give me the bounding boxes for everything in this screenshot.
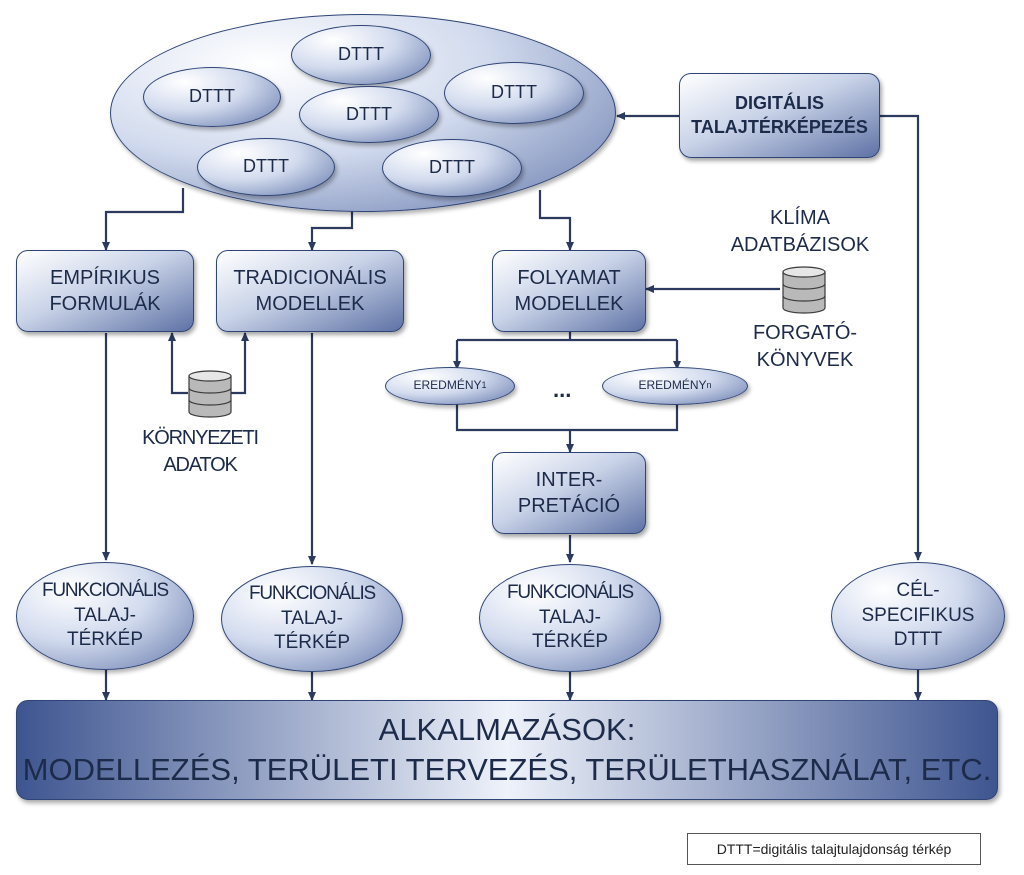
eredmeny-1-subscript: 1 — [481, 380, 487, 391]
klima-adatbazisok-label: KLÍMA ADATBÁZISOK — [730, 207, 870, 256]
dttt-ellipse-5: DTTT — [197, 138, 335, 196]
dttt-ellipse-6: DTTT — [382, 139, 522, 197]
interpretacio-label: INTER-PRETÁCIÓ — [517, 469, 621, 517]
applications-bar: ALKALMAZÁSOK: MODELLEZÉS, TERÜLETI TERVE… — [16, 700, 998, 800]
empirikus-formulak-label: EMPÍRIKUS FORMULÁK — [49, 267, 161, 315]
ellipsis-dots: ... — [553, 377, 572, 402]
tradicionalis-modellek-box: TRADICIONÁLIS MODELLEK — [216, 250, 404, 332]
cel-specifikus-dttt: CÉL- SPECIFIKUS DTTT — [831, 562, 1005, 670]
func2-line1: FUNKCIONÁLIS — [248, 582, 376, 604]
folyamat-modellek-label: FOLYAMAT MODELLEK — [514, 267, 624, 315]
eredmeny-n-label: EREDMÉNY — [638, 378, 707, 393]
funkcionalis-talajterkep-2: FUNKCIONÁLIS TALAJ- TÉRKÉP — [221, 566, 403, 672]
digital-soil-mapping-box: DIGITÁLIS TALAJTÉRKÉPEZÉS — [679, 73, 880, 158]
funkcionalis-talajterkep-1: FUNKCIONÁLIS TALAJ- TÉRKÉP — [16, 562, 194, 670]
func3-line2: TALAJ- — [539, 606, 601, 628]
tradicionalis-modellek-label: TRADICIONÁLIS MODELLEK — [233, 267, 387, 315]
cel-line2: SPECIFIKUS — [861, 604, 975, 626]
applications-list: MODELLEZÉS, TERÜLETI TERVEZÉS, TERÜLETHA… — [22, 752, 992, 787]
func3-line3: TÉRKÉP — [531, 631, 609, 653]
func1-line2: TALAJ- — [74, 604, 136, 626]
cel-line3: DTTT — [893, 629, 943, 651]
empirikus-formulak-box: EMPÍRIKUS FORMULÁK — [16, 250, 194, 332]
cel-line1: CÉL- — [896, 579, 940, 601]
func1-line1: FUNKCIONÁLIS — [41, 579, 169, 601]
func2-line2: TALAJ- — [281, 607, 343, 629]
interpretacio-box: INTER-PRETÁCIÓ — [492, 452, 646, 534]
digital-soil-mapping-label: DIGITÁLIS TALAJTÉRKÉPEZÉS — [691, 93, 868, 137]
applications-title: ALKALMAZÁSOK: — [378, 711, 636, 747]
dttt-ellipse-3: DTTT — [299, 86, 439, 143]
dttt-ellipse-2: DTTT — [143, 67, 281, 127]
func2-line3: TÉRKÉP — [273, 632, 351, 654]
database-icon — [188, 370, 232, 418]
database-icon — [782, 266, 826, 314]
func1-line3: TÉRKÉP — [66, 629, 144, 651]
legend-text: DTTT=digitális talajtulajdonság térkép — [716, 841, 952, 857]
eredmeny-n-subscript: n — [706, 380, 712, 391]
legend-box: DTTT=digitális talajtulajdonság térkép — [687, 833, 981, 865]
eredmeny-1-label: EREDMÉNY — [413, 378, 482, 393]
forgato-konyvek-label: FORGATÓ-KÖNYVEK — [752, 322, 858, 371]
dttt-ellipse-1: DTTT — [291, 25, 431, 85]
funkcionalis-talajterkep-3: FUNKCIONÁLIS TALAJ- TÉRKÉP — [479, 564, 661, 672]
folyamat-modellek-box: FOLYAMAT MODELLEK — [492, 250, 646, 332]
kornyezeti-adatok-label: KÖRNYEZETI ADATOK — [142, 427, 259, 476]
dttt-ellipse-4: DTTT — [444, 62, 584, 124]
func3-line1: FUNKCIONÁLIS — [506, 581, 634, 603]
